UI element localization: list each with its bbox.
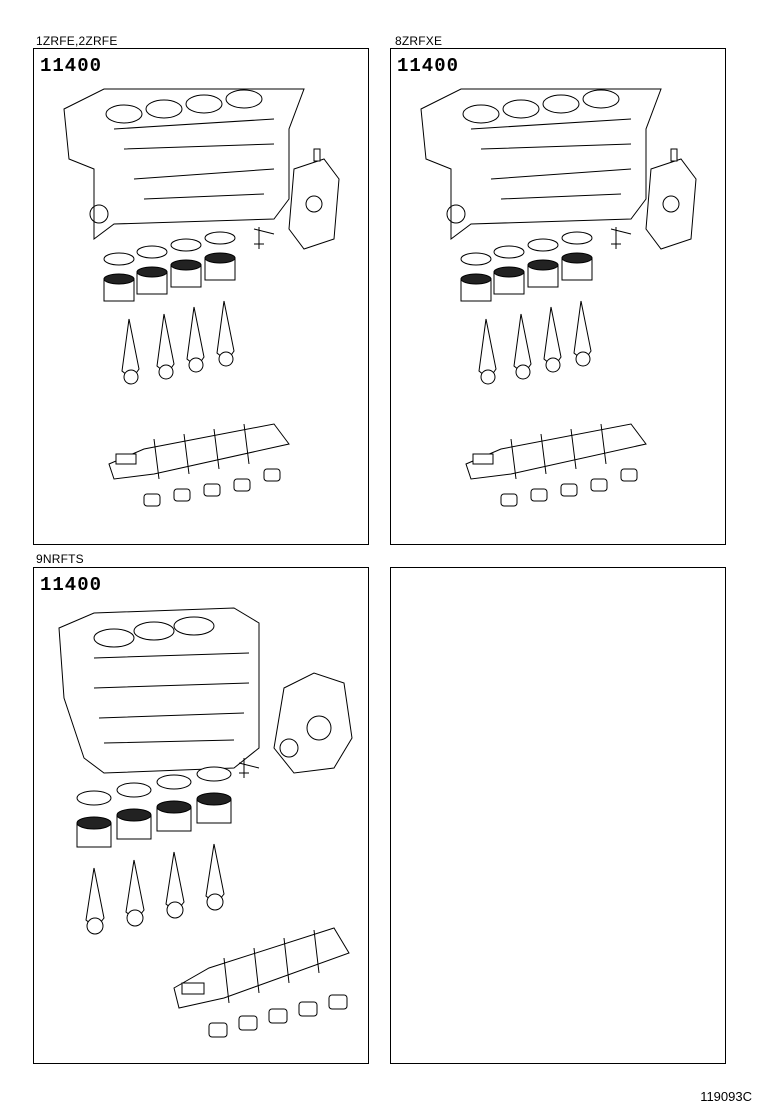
cylinder-block — [420, 88, 662, 240]
illustration-code: 119093C — [700, 1089, 752, 1104]
engine-block-diagram-3 — [58, 607, 353, 1038]
panel-1-label: 1ZRFE,2ZRFE — [36, 34, 118, 48]
connecting-rods — [121, 300, 235, 385]
piston-rings — [460, 231, 593, 266]
panel-2-label: 8ZRFXE — [395, 34, 443, 48]
pistons — [103, 252, 236, 302]
part-number: 11400 — [40, 55, 103, 77]
crankshaft — [173, 927, 350, 1009]
piston-rings — [76, 766, 232, 806]
main-bearings — [143, 468, 281, 507]
main-bearings — [500, 468, 638, 507]
main-bearings — [208, 994, 348, 1038]
crankshaft — [108, 423, 290, 480]
crankshaft — [465, 423, 647, 480]
panel-1: 11400 — [33, 48, 369, 545]
connecting-rods — [85, 843, 225, 935]
part-number: 11400 — [397, 55, 460, 77]
panel-2: 11400 — [390, 48, 726, 545]
panel-3-label: 9NRFTS — [36, 552, 84, 566]
part-number: 11400 — [40, 574, 103, 596]
pistons — [460, 252, 593, 302]
connecting-rods — [478, 300, 592, 385]
piston-rings — [103, 231, 236, 266]
engine-block-diagram-1 — [63, 88, 340, 507]
rear-oil-seal-retainer — [645, 148, 697, 250]
panel-4 — [390, 567, 726, 1064]
rear-oil-seal-retainer — [288, 148, 340, 250]
timing-chain-cover — [273, 672, 353, 774]
cylinder-block — [58, 607, 260, 774]
engine-block-diagram-2 — [420, 88, 697, 507]
pistons — [76, 792, 232, 848]
cylinder-block — [63, 88, 305, 240]
panel-3: 11400 — [33, 567, 369, 1064]
